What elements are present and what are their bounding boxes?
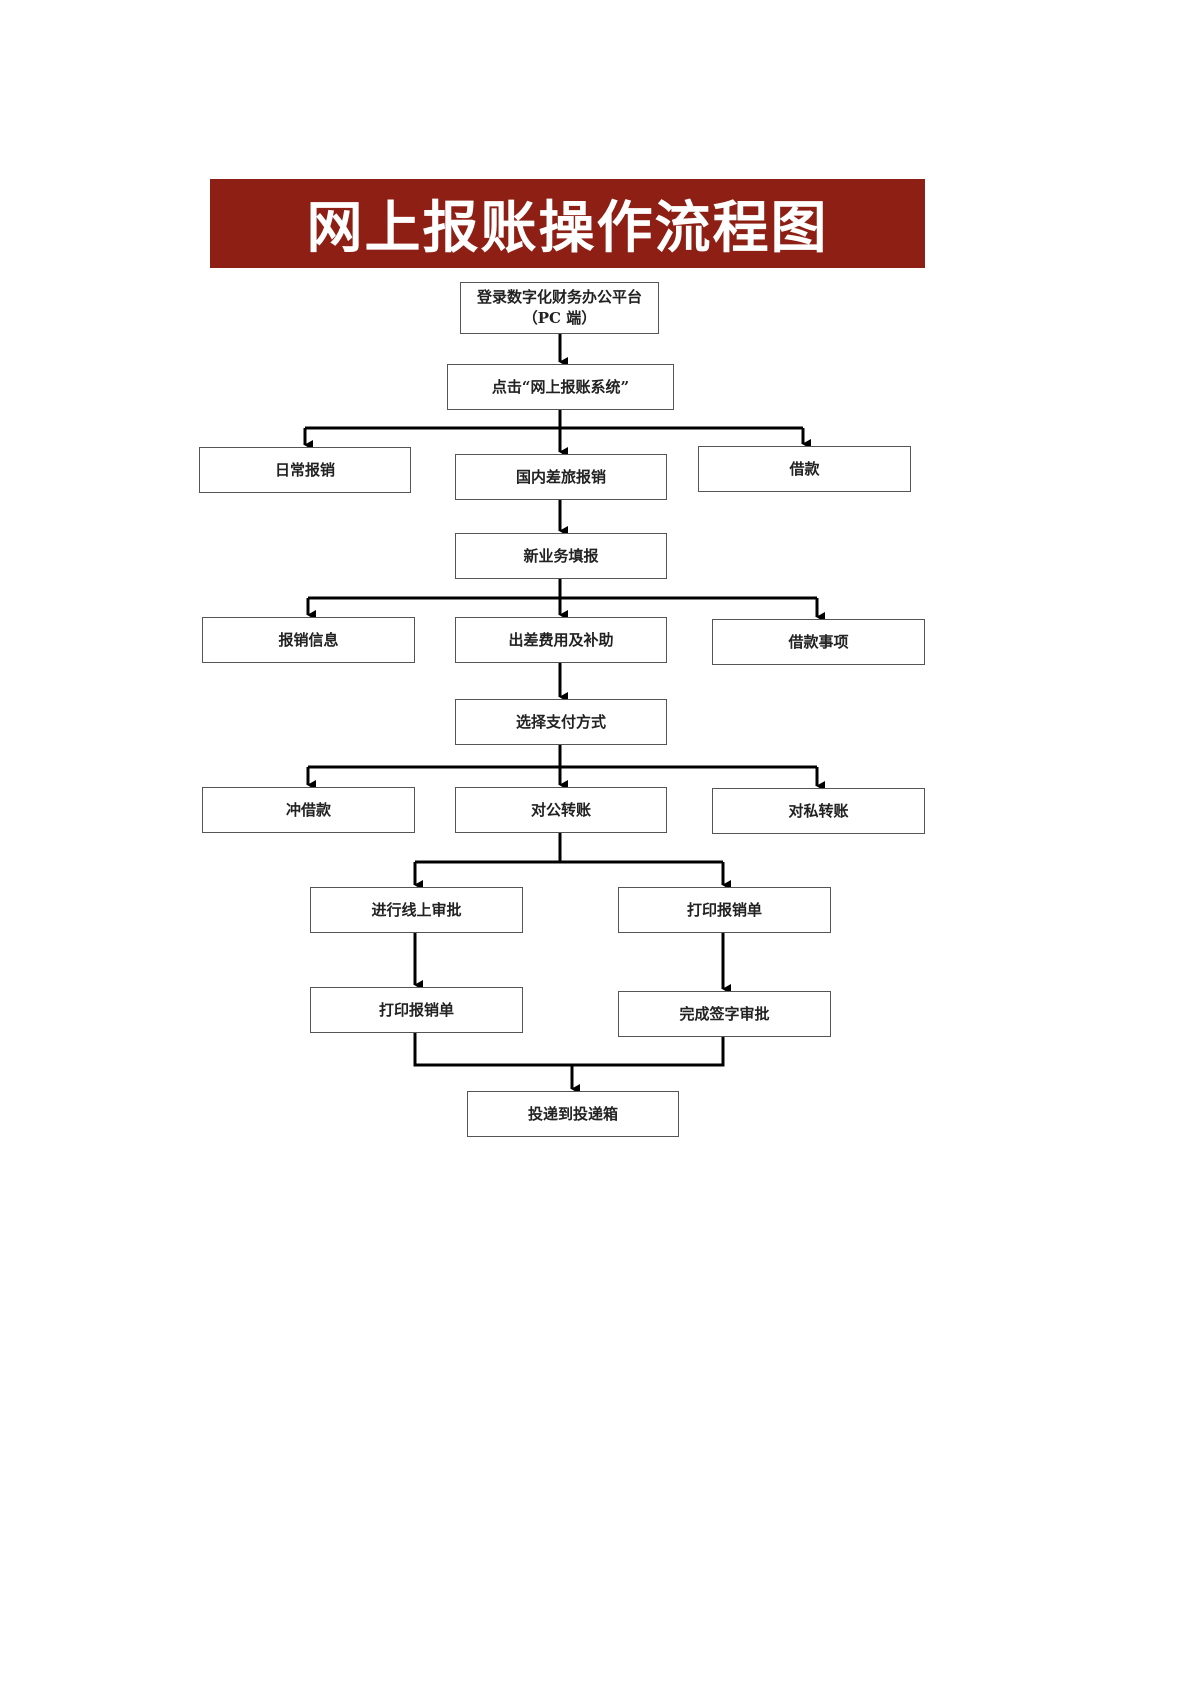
node-travel-expense: 出差费用及补助	[455, 617, 667, 663]
node-public-transfer: 对公转账	[455, 787, 667, 833]
node-reimburse-info: 报销信息	[202, 617, 415, 663]
node-login-line2: （PC 端）	[522, 309, 597, 327]
node-payment-method: 选择支付方式	[455, 699, 667, 745]
node-click-system: 点击“网上报账系统”	[447, 364, 674, 410]
node-online-approval: 进行线上审批	[310, 887, 523, 933]
node-login-platform: 登录数字化财务办公平台 （PC 端）	[460, 282, 659, 334]
page-title: 网上报账操作流程图	[210, 179, 925, 268]
node-loan: 借款	[698, 446, 911, 492]
node-login-line1: 登录数字化财务办公平台	[476, 288, 642, 306]
connector-merge	[413, 1033, 725, 1067]
node-print-form-right: 打印报销单	[618, 887, 831, 933]
node-loan-items: 借款事项	[712, 619, 925, 665]
node-domestic-travel: 国内差旅报销	[455, 454, 667, 500]
node-daily-reimburse: 日常报销	[199, 447, 411, 493]
node-sign-approval: 完成签字审批	[618, 991, 831, 1037]
node-offset-loan: 冲借款	[202, 787, 415, 833]
node-print-form-left: 打印报销单	[310, 987, 523, 1033]
node-new-business: 新业务填报	[455, 533, 667, 579]
node-deliver-box: 投递到投递箱	[467, 1091, 679, 1137]
node-private-transfer: 对私转账	[712, 788, 925, 834]
